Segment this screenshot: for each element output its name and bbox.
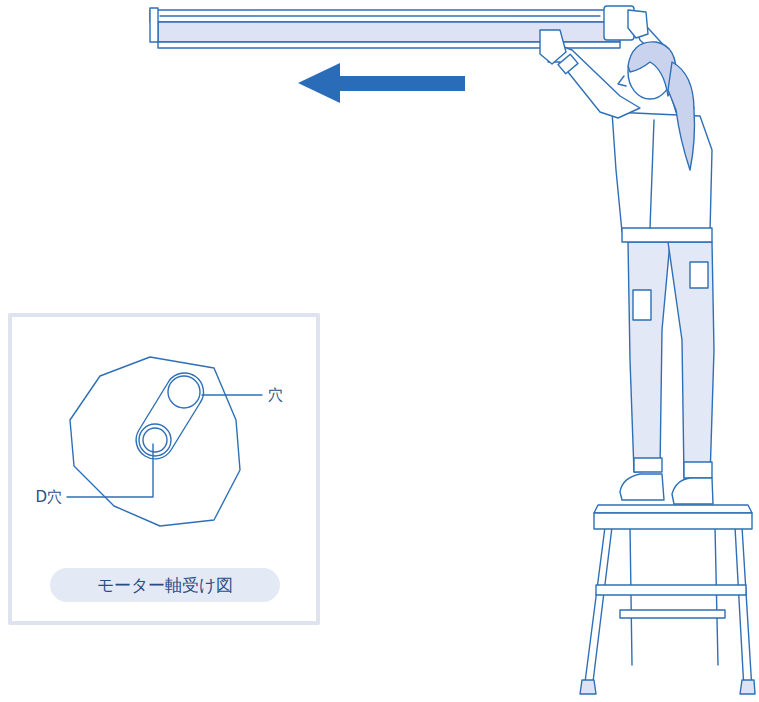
direction-arrow — [298, 63, 465, 103]
inset-panel — [10, 315, 318, 623]
stool — [580, 505, 755, 694]
caption-badge: モーター軸受け図 — [50, 568, 280, 602]
leader-line — [67, 444, 153, 497]
part-label: 穴 — [268, 386, 283, 404]
part-label: D穴 — [35, 488, 62, 506]
person — [540, 10, 714, 504]
motor-bearing — [67, 357, 262, 526]
leader-line — [202, 394, 262, 395]
caption-text: モーター軸受け図 — [97, 574, 233, 597]
